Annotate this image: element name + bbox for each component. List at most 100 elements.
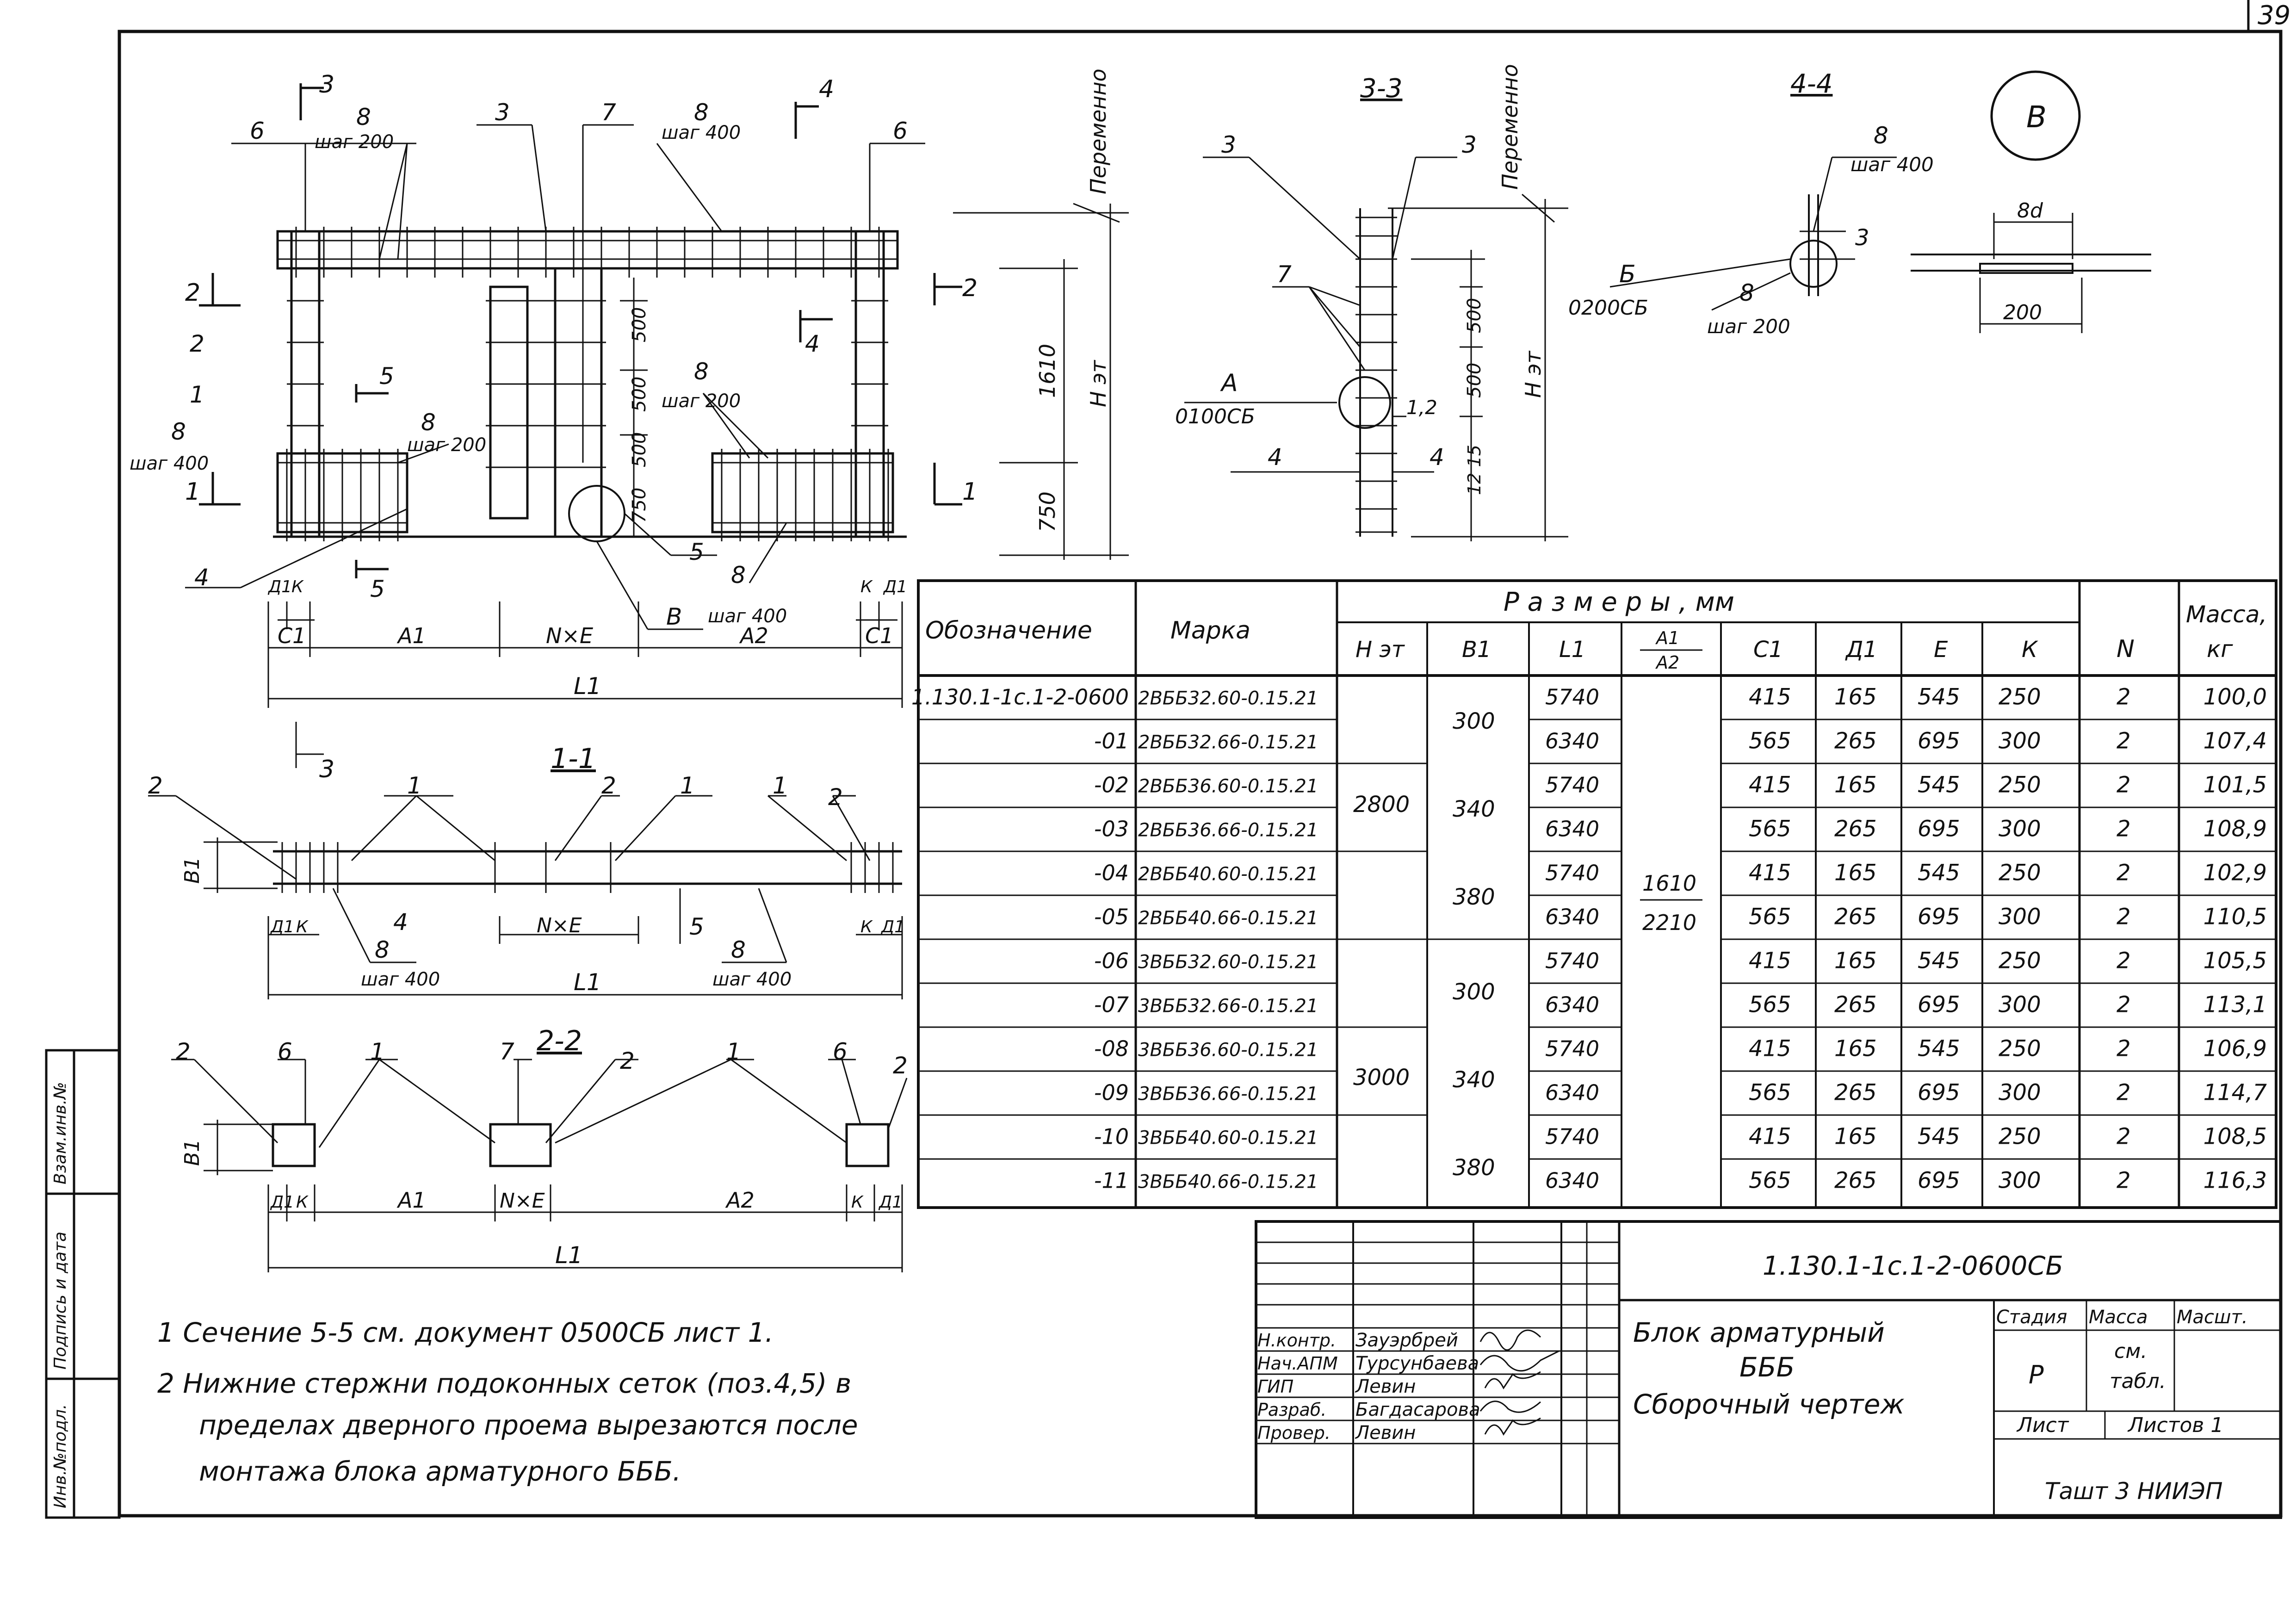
tb-name-3: Сборочный чертеж [1633,1388,1905,1420]
td-k-row-2: 250 [1999,772,2041,798]
s44-doc-b: 0200СБ [1568,296,1648,320]
td-mass-row-1: 107,4 [2203,728,2267,754]
plan-dim-1610: 1610 [1035,344,1060,398]
plan-top-band [276,230,899,270]
td-designation-row-8: -08 [1094,1036,1129,1061]
s11-pos-1c: 1 [773,772,787,799]
side-stamp: Инв.№подл. Подпись и дата Взам.инв.№ [45,1049,121,1519]
td-n-row-0: 2 [2117,684,2131,710]
note-2-line3: монтажа блока арматурного БББ. [199,1456,681,1487]
s11-step-left: шаг 400 [361,969,440,990]
plan-pos-8-mid: 8 [694,358,709,385]
section-3-3-labels: 3-3 3 3 7 А 0100СБ 1,2 4 4 500 500 12 15… [1175,64,1546,495]
s11-pos-8-left: 8 [375,936,390,963]
s11-step-right: шаг 400 [712,969,792,990]
spec-table [917,579,2277,1209]
td-c1-row-9: 565 [1749,1080,1791,1106]
plan-sill-right [711,452,894,533]
title-block-text: 1.130.1-1с.1-2-0600СБ Блок арматурный ББ… [1257,1251,2248,1505]
s22-pos-1a: 1 [370,1038,385,1065]
tb-scale-label: Масшт. [2177,1307,2248,1328]
s33-pos-4-right: 4 [1430,444,1444,471]
th-n: N [2117,635,2135,663]
td-l1-row-8: 5740 [1545,1036,1599,1061]
td-e-row-6: 545 [1918,948,1960,974]
th-kg: кг [2207,636,2233,663]
td-mark-row-8: 3ВББ36.60-0.15.21 [1138,1040,1318,1061]
td-d1-row-3: 265 [1834,816,1877,842]
td-d1-row-11: 265 [1834,1168,1877,1194]
plan-dim-d1-left: Д1 [267,577,292,596]
td-c1-row-11: 565 [1749,1168,1791,1194]
plan-pos-4: 4 [194,564,209,591]
td-e-row-3: 695 [1918,816,1960,842]
td-e-row-10: 545 [1918,1124,1960,1150]
th-sizes: Р а з м е р ы , мм [1504,587,1734,617]
plan-dim-750: 750 [629,488,650,523]
s33-dim-500b: 500 [1464,363,1485,398]
td-mass-row-0: 100,0 [2203,684,2267,710]
s22-pos-6b: 6 [833,1038,848,1065]
td-b1-1: 300 [1453,708,1495,734]
tb-sheets-label: Листов 1 [2127,1413,2223,1437]
td-b1-3: 380 [1453,884,1495,910]
td-mass-row-8: 106,9 [2203,1036,2267,1062]
s22-pos-2a: 2 [176,1038,191,1065]
plan-mark-4: 4 [819,75,834,103]
s11-nxe: N×E [537,914,582,937]
td-mass-row-5: 110,5 [2203,904,2267,930]
td-l1-row-9: 6340 [1545,1080,1599,1105]
td-designation-row-9: -09 [1094,1080,1129,1105]
td-l1-row-6: 5740 [1545,948,1599,973]
td-k-row-7: 300 [1999,992,2041,1018]
plan-pos-6b: 6 [893,118,908,144]
plan-dim-500c: 500 [629,432,650,467]
plan-pos-8-left: 8 [356,104,371,130]
s11-l1: L1 [574,969,601,996]
s22-pos-6a: 6 [278,1038,292,1065]
callout-b-circle [1990,70,2081,161]
td-e-row-7: 695 [1918,992,1960,1018]
td-c1-row-1: 565 [1749,728,1791,754]
td-c1-row-8: 415 [1749,1036,1791,1062]
plan-dim-c1-right: С1 [865,623,893,648]
plan-step-400-left: шаг 400 [130,453,209,474]
th-c1: С1 [1753,637,1783,663]
plan-step-400-bottom: шаг 400 [708,606,787,627]
td-n-row-4: 2 [2117,860,2131,886]
td-designation-row-5: -05 [1094,905,1129,930]
td-mark-row-5: 2ВББ40.66-0.15.21 [1138,908,1318,929]
td-l1-row-10: 5740 [1545,1124,1599,1149]
td-k-row-11: 300 [1999,1168,2041,1194]
plan-pos-1: 1 [190,381,204,408]
td-mark-row-10: 3ВББ40.60-0.15.21 [1138,1128,1318,1149]
plan-dim-k-left: К [291,577,304,596]
td-mass-row-2: 101,5 [2203,772,2267,798]
plan-dim-k-right: К [860,577,873,596]
td-c1-row-5: 565 [1749,904,1791,930]
td-c1-row-0: 415 [1749,684,1791,710]
s44-callout-b [1789,240,1838,288]
s33-dim-hfl: Н эт [1521,351,1546,398]
s33-pos-3-right: 3 [1462,131,1477,158]
s11-title: 1-1 [551,743,596,775]
td-mark-row-2: 2ВББ36.60-0.15.21 [1138,776,1318,797]
s44-pos-8-bottom: 8 [1739,279,1754,306]
s11-pos-4: 4 [393,909,408,936]
tb-sheet-label: Лист [2016,1413,2069,1437]
td-e-row-9: 695 [1918,1080,1960,1106]
td-n-row-1: 2 [2117,728,2131,754]
td-designation-row-6: -06 [1094,948,1129,973]
td-l1-row-3: 6340 [1545,817,1599,842]
td-mark-row-6: 3ВББ32.60-0.15.21 [1138,952,1318,973]
section-4-4-labels: 4-4 B 8 шаг 400 3 Б 0200СБ 8 шаг 200 8d … [1568,69,2047,338]
s11-d1-left: Д1 [270,917,294,936]
tb-name-5-person: Левин [1355,1422,1416,1444]
td-c1-row-4: 415 [1749,860,1791,886]
td-k-row-10: 250 [1999,1124,2041,1150]
th-designation: Обозначение [925,617,1092,645]
plan-labels: 6 8 шаг 200 3 7 8 шаг 400 6 3 4 2 2 2 4 … [130,68,1111,700]
td-n-row-7: 2 [2117,992,2131,1018]
td-n-row-8: 2 [2117,1036,2131,1062]
